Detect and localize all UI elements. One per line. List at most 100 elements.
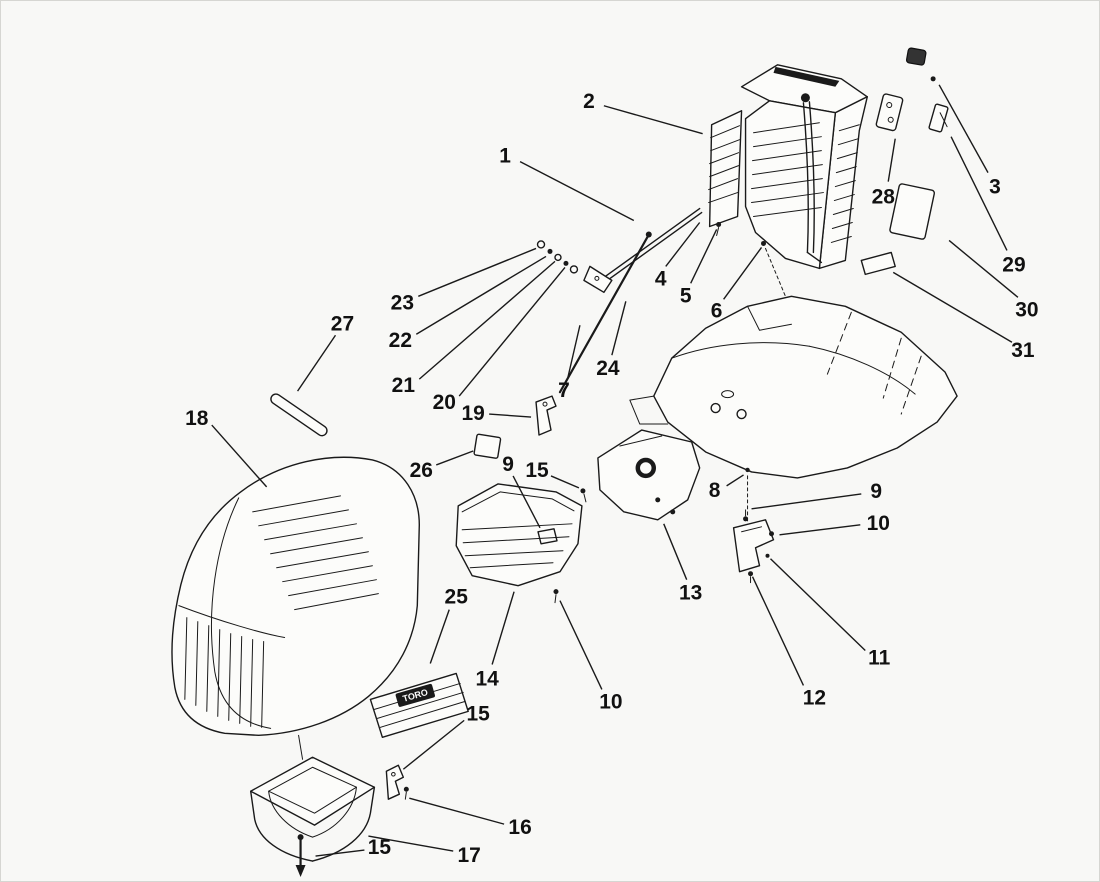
leader-line-17 xyxy=(368,835,454,852)
callout-25: 25 xyxy=(445,586,469,609)
leader-line-27 xyxy=(296,334,337,392)
part-plate-30 xyxy=(889,183,936,240)
callout-7: 7 xyxy=(558,379,570,402)
leader-line-20 xyxy=(458,266,566,397)
part-hinge-pin xyxy=(295,834,306,878)
part-plate-28 xyxy=(875,93,904,132)
leader-line-12 xyxy=(751,576,805,686)
callout-6: 6 xyxy=(711,299,723,322)
callout-22: 22 xyxy=(389,329,412,352)
leader-line-16 xyxy=(409,797,505,825)
part-lower-dash xyxy=(455,483,587,604)
leader-line-6 xyxy=(723,247,763,300)
callout-8: 8 xyxy=(709,479,721,502)
part-bracket-19 xyxy=(535,395,557,436)
callout-5: 5 xyxy=(680,284,692,307)
callout-31: 31 xyxy=(1011,339,1035,362)
part-hood xyxy=(171,456,420,760)
leader-line-11 xyxy=(770,558,866,652)
callout-10b: 10 xyxy=(867,512,890,535)
leader-line-22 xyxy=(415,255,547,335)
leader-line-8 xyxy=(726,474,744,487)
leader-line-2 xyxy=(603,105,703,135)
leader-line-3 xyxy=(938,84,989,173)
callout-23: 23 xyxy=(391,291,414,314)
leader-line-7 xyxy=(567,325,581,378)
callout-21: 21 xyxy=(392,374,416,397)
part-plate-29 xyxy=(928,103,949,133)
callout-15b: 15 xyxy=(467,702,491,725)
leader-line-10b xyxy=(779,524,861,536)
leader-line-9a xyxy=(512,475,541,529)
callout-2: 2 xyxy=(583,90,595,113)
part-link-rod xyxy=(558,231,652,394)
callout-15a: 15 xyxy=(525,459,549,482)
callout-26: 26 xyxy=(410,459,433,482)
callout-11: 11 xyxy=(868,646,890,669)
part-fastener-set xyxy=(536,240,613,294)
callout-17: 17 xyxy=(458,844,481,867)
callout-9a: 9 xyxy=(502,453,514,476)
leader-line-9b xyxy=(751,493,862,510)
part-vent-ladder xyxy=(708,110,743,236)
callout-30: 30 xyxy=(1015,298,1038,321)
part-chute-bucket xyxy=(249,756,376,878)
leader-line-23 xyxy=(418,247,537,297)
callout-18: 18 xyxy=(185,407,208,430)
callout-4: 4 xyxy=(655,267,667,290)
part-center-bracket xyxy=(597,429,701,521)
callout-15c: 15 xyxy=(368,836,392,859)
part-mount-bracket xyxy=(732,509,775,584)
leader-line-26 xyxy=(436,450,474,466)
callout-20: 20 xyxy=(433,391,456,414)
part-support-rod xyxy=(593,207,703,288)
part-strip-31 xyxy=(860,251,896,276)
callout-13: 13 xyxy=(679,582,702,605)
callout-10a: 10 xyxy=(599,690,622,713)
leader-line-15a xyxy=(550,475,580,489)
callout-27: 27 xyxy=(331,312,354,335)
hood-louvers xyxy=(252,495,379,611)
leader-line-14 xyxy=(491,591,515,665)
part-badge-strip: TORO xyxy=(369,672,469,739)
callout-19: 19 xyxy=(462,402,485,425)
hood-grille xyxy=(178,605,286,728)
callout-24: 24 xyxy=(596,357,620,380)
callout-29: 29 xyxy=(1002,253,1025,276)
leader-line-15c xyxy=(315,849,365,857)
part-trim-strip xyxy=(270,393,328,437)
leader-line-31 xyxy=(892,271,1013,343)
callout-14: 14 xyxy=(475,667,499,690)
part-decal-small xyxy=(473,433,502,459)
part-cap xyxy=(905,47,936,82)
leader-line-24 xyxy=(611,301,627,356)
callout-16: 16 xyxy=(508,816,531,839)
part-console-lever xyxy=(761,93,823,297)
callout-28: 28 xyxy=(872,186,895,209)
leader-line-29 xyxy=(950,136,1008,251)
part-console-tower xyxy=(708,64,868,297)
leader-line-13 xyxy=(663,523,688,580)
callout-3: 3 xyxy=(989,176,1001,199)
leader-line-25 xyxy=(429,609,450,664)
console-side-louvers xyxy=(830,124,860,243)
leader-line-19 xyxy=(489,413,532,418)
leader-line-15b xyxy=(402,719,465,770)
callout-1: 1 xyxy=(499,145,511,168)
part-clip xyxy=(385,764,409,800)
leader-line-4 xyxy=(665,222,701,267)
leader-line-1 xyxy=(519,161,635,222)
console-louvers xyxy=(751,122,824,218)
brand-badge: TORO xyxy=(395,683,435,707)
leader-line-21 xyxy=(418,260,556,380)
leader-line-30 xyxy=(948,239,1019,298)
leader-line-10a xyxy=(559,600,603,690)
leader-line-5 xyxy=(690,229,718,284)
part-fender-panel xyxy=(629,295,958,523)
leader-line-28 xyxy=(887,138,896,182)
callout-12: 12 xyxy=(803,686,826,709)
callout-9b: 9 xyxy=(870,480,882,503)
